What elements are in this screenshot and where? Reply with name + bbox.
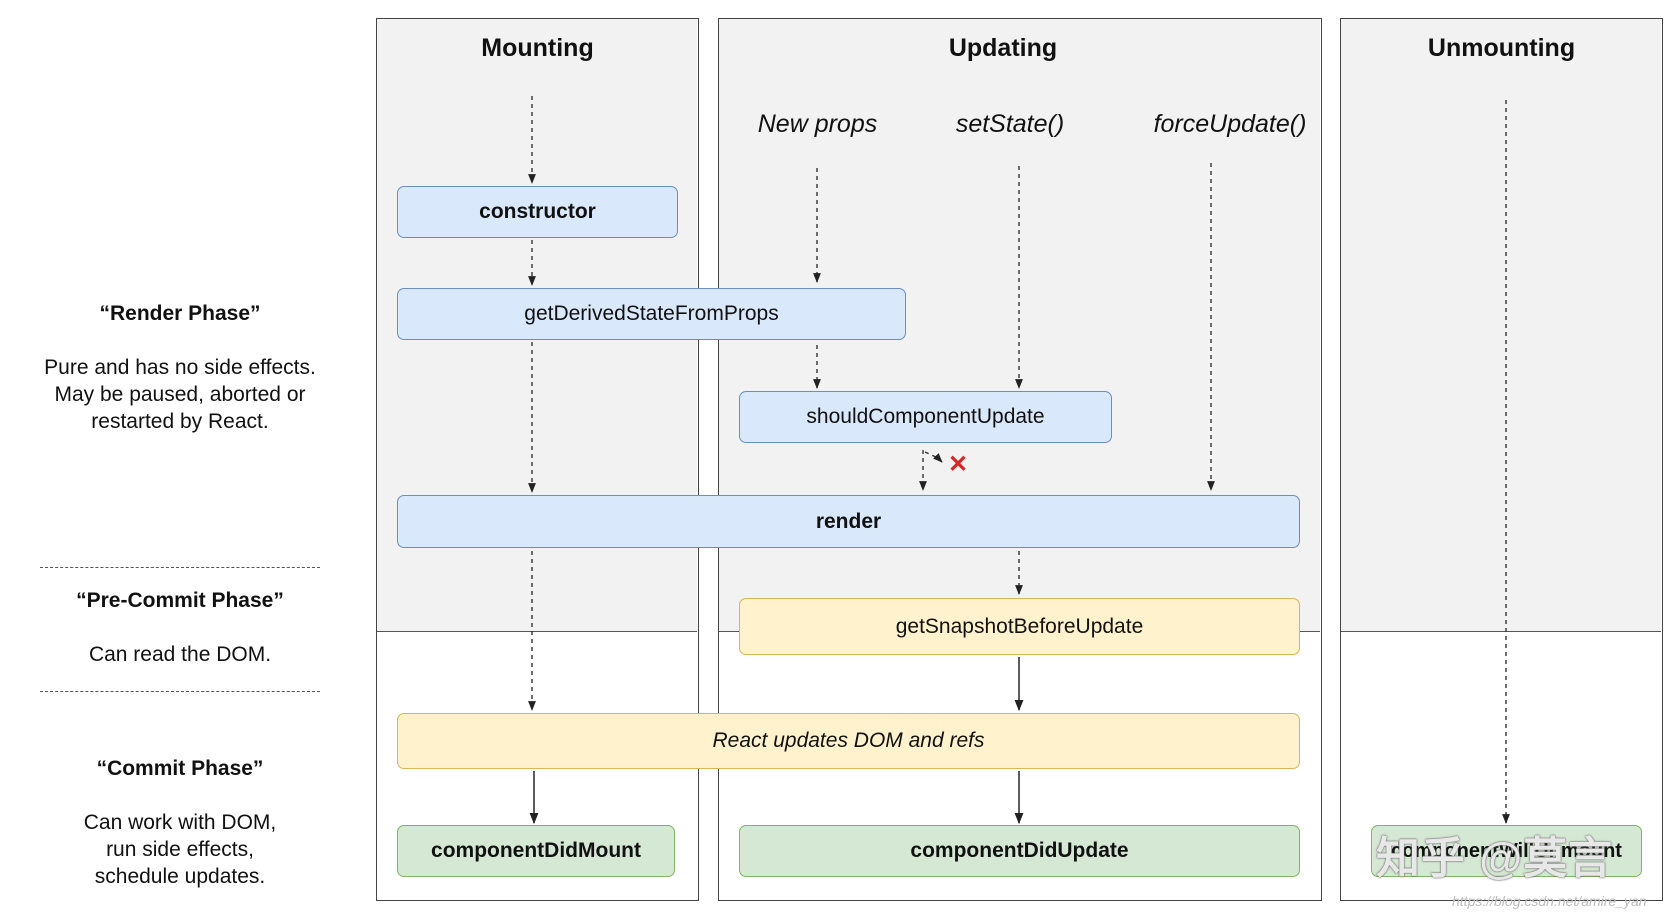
constructor-box: constructor [397,186,678,238]
unmounting-render-shade [1341,19,1661,632]
watermark-text: 知乎 @莫言 [1376,834,1614,883]
mounting-title: Mounting [481,34,594,62]
trigger-force-update: forceUpdate() [1153,110,1307,138]
render-phase-desc-1: Pure and has no side effects. [44,356,316,379]
trigger-new-props: New props [757,110,878,138]
commit-phase-title: “Commit Phase” [96,757,264,780]
component-did-update-box: componentDidUpdate [739,825,1300,877]
get-derived-state-box: getDerivedStateFromProps [397,288,906,340]
unmounting-column [1340,18,1663,901]
mounting-column [376,18,699,901]
watermark-url: https://blog.csdn.net/amire_yan [1452,893,1647,909]
component-did-mount-box: componentDidMount [397,825,675,877]
react-updates-dom-box: React updates DOM and refs [397,713,1300,769]
updating-column [718,18,1322,901]
component-will-unmount-box: componentWillUnmount [1371,825,1642,877]
updating-title: Updating [948,34,1058,62]
cancel-x-icon: ✕ [948,451,969,478]
should-component-update-box: shouldComponentUpdate [739,391,1112,443]
mounting-phase-line [377,631,697,632]
precommit-phase-title: “Pre-Commit Phase” [76,589,284,612]
render-phase-title: “Render Phase” [99,302,261,325]
arrow-should-cancel [924,451,943,463]
precommit-phase-desc-1: Can read the DOM. [88,643,272,666]
trigger-set-state: setState() [955,110,1065,138]
render-phase-desc-3: restarted by React. [91,410,269,433]
commit-phase-desc-3: schedule updates. [94,865,266,888]
commit-phase-label: “Commit Phase” Can work with DOM, run si… [20,755,340,890]
unmounting-title: Unmounting [1427,34,1576,62]
precommit-phase-label: “Pre-Commit Phase” Can read the DOM. [20,587,340,668]
phase-divider-1 [40,567,320,568]
phase-divider-2 [40,691,320,692]
unmounting-phase-line [1341,631,1661,632]
render-phase-desc-2: May be paused, aborted or [54,383,306,406]
render-box: render [397,495,1300,548]
get-snapshot-box: getSnapshotBeforeUpdate [739,598,1300,655]
commit-phase-desc-1: Can work with DOM, [83,811,277,834]
commit-phase-desc-2: run side effects, [106,838,254,861]
render-phase-label: “Render Phase” Pure and has no side effe… [20,300,340,435]
